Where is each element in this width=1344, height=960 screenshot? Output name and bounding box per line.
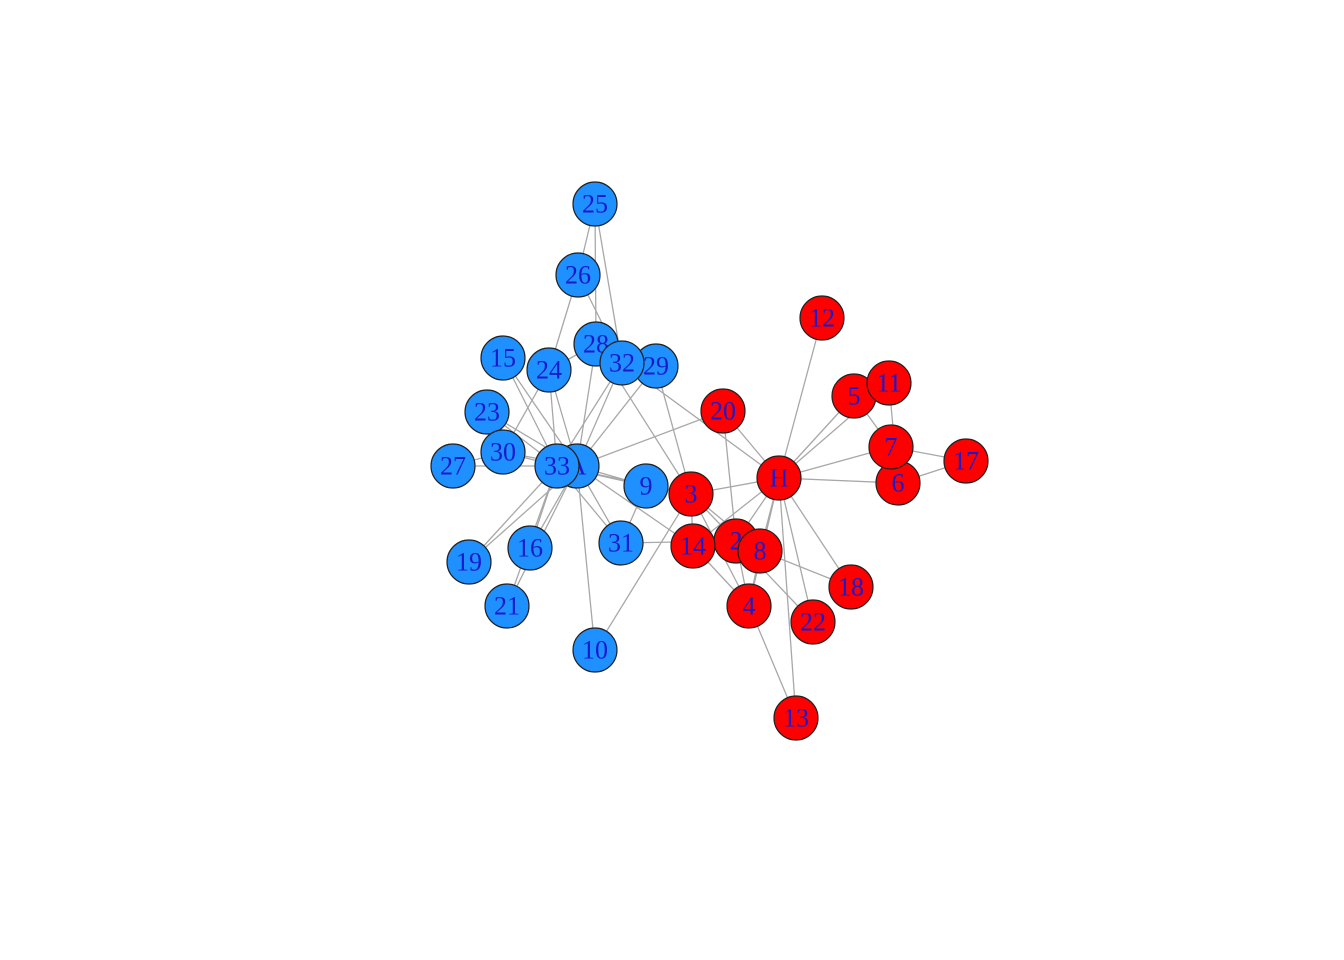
- node-circle-13[interactable]: [773, 695, 819, 741]
- node-label-9: 9: [640, 472, 653, 501]
- node-label-7: 7: [885, 433, 898, 462]
- node-30[interactable]: 30: [480, 429, 526, 475]
- edge-14-A: [576, 465, 694, 547]
- node-label-27: 27: [440, 452, 466, 481]
- node-22[interactable]: 22: [790, 599, 836, 645]
- edge-25-32: [594, 203, 623, 364]
- node-label-31: 31: [608, 529, 634, 558]
- node-12[interactable]: 12: [799, 295, 845, 341]
- node-9[interactable]: 9: [623, 463, 669, 509]
- node-circle-24[interactable]: [526, 347, 572, 393]
- edge-H-22: [778, 477, 814, 623]
- node-label-3: 3: [685, 480, 698, 509]
- node-6[interactable]: 6: [875, 460, 921, 506]
- node-label-24: 24: [536, 356, 562, 385]
- node-label-20: 20: [710, 397, 736, 426]
- node-31[interactable]: 31: [598, 520, 644, 566]
- node-10[interactable]: 10: [572, 627, 618, 673]
- node-circle-17[interactable]: [943, 438, 989, 484]
- node-label-25: 25: [582, 190, 608, 219]
- node-15[interactable]: 15: [480, 335, 526, 381]
- node-circle-25[interactable]: [572, 181, 618, 227]
- node-circle-23[interactable]: [464, 389, 510, 435]
- node-label-21: 21: [494, 592, 520, 621]
- node-25[interactable]: 25: [572, 181, 618, 227]
- node-7[interactable]: 7: [868, 424, 914, 470]
- node-circle-32[interactable]: [599, 340, 645, 386]
- node-label-17: 17: [953, 447, 979, 476]
- node-circle-33[interactable]: [534, 443, 580, 489]
- node-label-4: 4: [743, 592, 756, 621]
- edge-H-12: [778, 317, 823, 479]
- node-20[interactable]: 20: [700, 388, 746, 434]
- node-circle-27[interactable]: [430, 443, 476, 489]
- node-circle-8[interactable]: [737, 528, 783, 574]
- node-circle-19[interactable]: [446, 539, 492, 585]
- node-23[interactable]: 23: [464, 389, 510, 435]
- node-24[interactable]: 24: [526, 347, 572, 393]
- node-label-23: 23: [474, 398, 500, 427]
- node-circle-3[interactable]: [668, 471, 714, 517]
- node-16[interactable]: 16: [507, 525, 553, 571]
- node-circle-7[interactable]: [868, 424, 914, 470]
- node-label-33: 33: [544, 452, 570, 481]
- node-circle-16[interactable]: [507, 525, 553, 571]
- node-circle-26[interactable]: [555, 252, 601, 298]
- node-label-H: H: [770, 464, 789, 493]
- node-label-16: 16: [517, 534, 543, 563]
- node-label-6: 6: [892, 469, 905, 498]
- node-33[interactable]: 33: [534, 443, 580, 489]
- node-circle-9[interactable]: [623, 463, 669, 509]
- node-circle-11[interactable]: [866, 360, 912, 406]
- node-label-26: 26: [565, 261, 591, 290]
- node-circle-30[interactable]: [480, 429, 526, 475]
- node-circle-15[interactable]: [480, 335, 526, 381]
- edge-10-A: [576, 465, 596, 651]
- nodes-layer: A33H234567891011121314151617181920212223…: [430, 181, 989, 741]
- edge-20-A: [576, 410, 724, 467]
- node-label-10: 10: [582, 636, 608, 665]
- node-26[interactable]: 26: [555, 252, 601, 298]
- node-label-30: 30: [490, 438, 516, 467]
- node-H[interactable]: H: [756, 455, 802, 501]
- node-circle-14[interactable]: [670, 523, 716, 569]
- node-18[interactable]: 18: [828, 564, 874, 610]
- node-label-22: 22: [800, 608, 826, 637]
- node-label-19: 19: [456, 548, 482, 577]
- node-13[interactable]: 13: [773, 695, 819, 741]
- node-label-12: 12: [809, 304, 835, 333]
- node-circle-31[interactable]: [598, 520, 644, 566]
- node-label-13: 13: [783, 704, 809, 733]
- node-label-29: 29: [643, 352, 669, 381]
- node-label-14: 14: [680, 532, 706, 561]
- edge-3-10: [594, 493, 692, 651]
- node-circle-20[interactable]: [700, 388, 746, 434]
- node-label-11: 11: [876, 369, 901, 398]
- node-label-18: 18: [838, 573, 864, 602]
- node-label-32: 32: [609, 349, 635, 378]
- node-21[interactable]: 21: [484, 583, 530, 629]
- node-circle-10[interactable]: [572, 627, 618, 673]
- node-circle-H[interactable]: [756, 455, 802, 501]
- node-8[interactable]: 8: [737, 528, 783, 574]
- node-11[interactable]: 11: [866, 360, 912, 406]
- node-17[interactable]: 17: [943, 438, 989, 484]
- node-27[interactable]: 27: [430, 443, 476, 489]
- node-circle-4[interactable]: [726, 583, 772, 629]
- node-circle-12[interactable]: [799, 295, 845, 341]
- node-19[interactable]: 19: [446, 539, 492, 585]
- node-label-8: 8: [754, 537, 767, 566]
- edge-H-13: [778, 477, 797, 719]
- node-label-5: 5: [848, 382, 861, 411]
- node-circle-18[interactable]: [828, 564, 874, 610]
- node-14[interactable]: 14: [670, 523, 716, 569]
- node-3[interactable]: 3: [668, 471, 714, 517]
- node-4[interactable]: 4: [726, 583, 772, 629]
- node-label-15: 15: [490, 344, 516, 373]
- node-29[interactable]: 29: [633, 343, 679, 389]
- node-circle-21[interactable]: [484, 583, 530, 629]
- node-32[interactable]: 32: [599, 340, 645, 386]
- node-circle-22[interactable]: [790, 599, 836, 645]
